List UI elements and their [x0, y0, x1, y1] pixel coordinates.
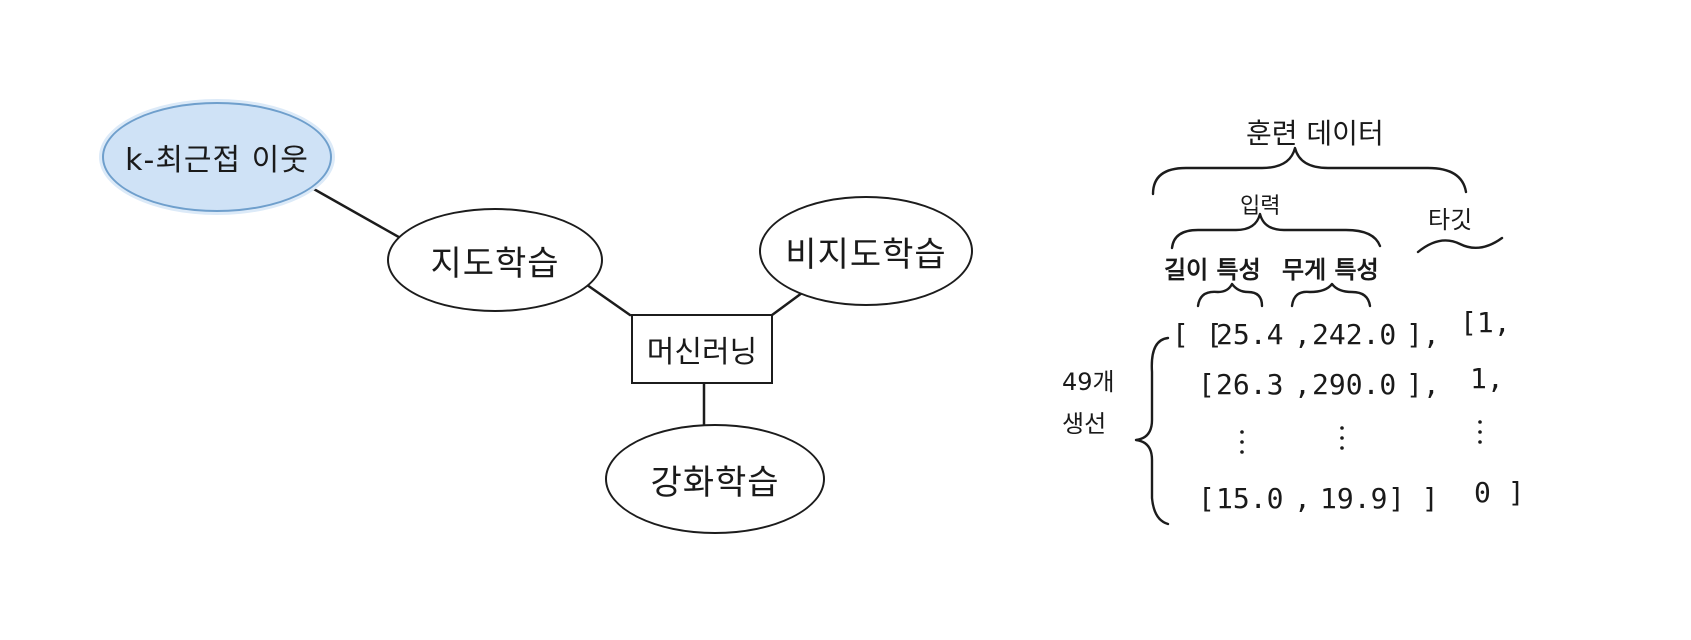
node-reinforcement-label: 강화학습	[650, 462, 780, 503]
node-machine-learning-label: 머신러닝	[646, 335, 758, 370]
row-comma: ,	[1294, 318, 1311, 351]
label-sample-count: 49개	[1062, 368, 1115, 396]
edge-unsupervised-ml	[766, 288, 808, 320]
node-supervised-label: 지도학습	[430, 243, 560, 284]
label-target: 타깃	[1428, 206, 1473, 234]
label-weight-feature: 무게 특성	[1282, 256, 1379, 284]
row-target-value: 0 ]	[1474, 476, 1525, 509]
row-close-bracket: ] ]	[1388, 482, 1439, 515]
row-open-bracket: [	[1198, 368, 1215, 401]
node-machine-learning: 머신러닝	[631, 314, 773, 384]
row-close-bracket: ],	[1406, 318, 1440, 351]
node-knn-label: k-최근접 이웃	[125, 143, 309, 178]
row-length-value: 25.4	[1216, 318, 1284, 351]
row-length-value: 15.0	[1216, 482, 1284, 515]
row-open-bracket: [	[1198, 482, 1215, 515]
brace-training-data	[1151, 146, 1468, 196]
row-length-value: 26.3	[1216, 368, 1284, 401]
row-close-bracket: ],	[1406, 368, 1440, 401]
row-target-value: 1,	[1470, 362, 1504, 395]
label-sample-name: 생선	[1062, 410, 1107, 438]
brace-target	[1416, 236, 1504, 254]
brace-samples	[1134, 336, 1170, 526]
label-length-feature: 길이 특성	[1164, 256, 1261, 284]
edge-knn-supervised	[310, 186, 406, 242]
row-comma: ,	[1294, 368, 1311, 401]
node-supervised: 지도학습	[387, 208, 603, 312]
row-weight-value: 242.0	[1312, 318, 1397, 351]
ellipsis-marks	[1240, 420, 1482, 454]
label-input: 입력	[1240, 194, 1281, 219]
brace-input	[1170, 212, 1382, 250]
row-target-value: [1,	[1460, 306, 1511, 339]
brace-weight-feature	[1290, 282, 1372, 308]
row-weight-value: 19.9	[1320, 482, 1388, 515]
node-unsupervised-label: 비지도학습	[785, 234, 947, 275]
row-open-bracket: [ [	[1172, 318, 1223, 351]
label-training-data: 훈련 데이터	[1246, 117, 1384, 150]
row-comma: ,	[1294, 482, 1311, 515]
brace-length-feature	[1196, 282, 1264, 308]
row-weight-value: 290.0	[1312, 368, 1397, 401]
node-reinforcement: 강화학습	[605, 424, 825, 534]
node-knn: k-최근접 이웃	[102, 102, 332, 212]
node-unsupervised: 비지도학습	[759, 196, 973, 306]
